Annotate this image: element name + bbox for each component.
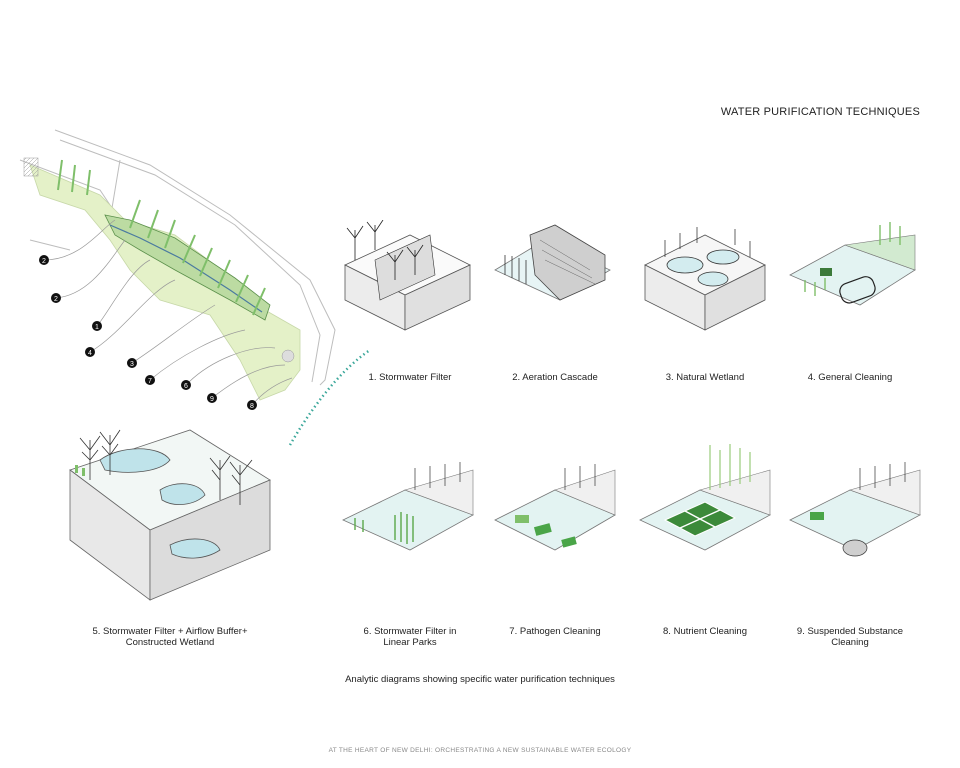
technique-label: 8. Nutrient Cleaning [663,626,747,637]
map-marker: 2 [39,255,49,265]
svg-text:9: 9 [210,396,214,403]
technique-label: 7. Pathogen Cleaning [509,626,601,637]
figure-caption: Analytic diagrams showing specific water… [345,674,615,685]
site-plan-map: 2 2 1 4 3 7 6 9 8 [19,129,371,446]
diagram-8-nutrient-cleaning [639,444,771,551]
diagram-7-pathogen-cleaning [494,464,616,551]
map-marker: 9 [207,393,217,403]
map-marker: 3 [127,358,137,368]
map-marker: 6 [181,380,191,390]
map-marker: 4 [85,347,95,357]
svg-text:1: 1 [95,324,99,331]
diagram-5-stormwater-wetland [69,429,271,601]
footer-title: AT THE HEART OF NEW DELHI: ORCHESTRATING… [328,747,632,754]
svg-text:8: 8 [250,403,254,410]
svg-text:4: 4 [88,350,92,357]
technique-label: 9. Suspended Substance Cleaning [796,626,904,648]
map-marker: 7 [145,375,155,385]
map-marker: 2 [51,293,61,303]
technique-label: 4. General Cleaning [807,372,893,383]
diagram-4-general-cleaning [789,222,916,306]
svg-text:2: 2 [54,296,58,303]
svg-text:2: 2 [42,258,46,265]
technique-label: 1. Stormwater Filter [368,372,452,383]
technique-label: 6. Stormwater Filter in Linear Parks [363,626,457,648]
map-marker: 1 [92,321,102,331]
svg-text:6: 6 [184,383,188,390]
diagram-1-stormwater-filter [344,220,471,331]
diagram-9-suspended-substance [789,462,921,557]
technique-label: 5. Stormwater Filter + Airflow Buffer+ C… [92,626,248,648]
diagram-2-aeration-cascade [494,224,611,301]
diagram-6-linear-parks [342,462,474,551]
page-title: WATER PURIFICATION TECHNIQUES [720,106,920,118]
diagram-3-natural-wetland [644,227,766,331]
svg-text:3: 3 [130,361,134,368]
map-markers: 2 2 1 4 3 7 6 9 8 [39,255,257,410]
technique-label: 2. Aeration Cascade [512,372,598,383]
technique-label: 3. Natural Wetland [665,372,745,383]
svg-text:7: 7 [148,378,152,385]
map-marker: 8 [247,400,257,410]
